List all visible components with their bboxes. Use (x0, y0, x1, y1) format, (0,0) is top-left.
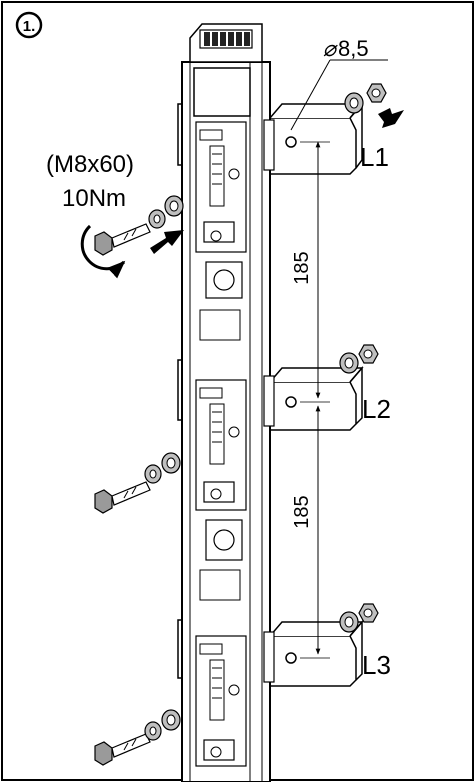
torque-label: 10Nm (62, 185, 126, 212)
dimension-label-lower: 185 (291, 495, 313, 528)
bolt-icon (94, 481, 151, 514)
washer-icon (339, 611, 359, 633)
arrow-icon (150, 230, 184, 254)
dimension-line (290, 59, 388, 659)
busbar-label-l3: L3 (362, 650, 391, 680)
fuse-section-3 (195, 631, 275, 767)
nut-icon (358, 344, 379, 364)
washer-icon (339, 352, 359, 374)
fuse-section-2 (195, 375, 275, 511)
connector-link-1 (199, 261, 243, 341)
washer-icon (164, 195, 184, 217)
rotation-arrow-icon (80, 224, 126, 279)
washer-icon (148, 209, 166, 229)
mounting-hole (285, 136, 297, 148)
arrow-icon (378, 108, 404, 128)
fuse-section-1 (195, 119, 275, 253)
diameter-symbol: ⌀ (323, 36, 339, 61)
washer-icon (161, 709, 181, 731)
hole-diameter-label: 8,5 (338, 36, 369, 61)
bolt-icon (94, 223, 151, 256)
step-badge-icon: 1. (15, 11, 43, 39)
connector-link-2 (199, 519, 243, 601)
busbar-label-l2: L2 (362, 394, 391, 424)
step-number: 1. (23, 18, 36, 35)
mounting-hole (285, 652, 297, 664)
fuse-rail-unit (181, 23, 275, 782)
bolt-icon (94, 733, 151, 766)
washer-icon (344, 92, 364, 114)
nut-icon (366, 83, 387, 103)
mounting-hole (285, 396, 297, 408)
bolt-size-label: (M8x60) (46, 151, 134, 178)
washer-icon (144, 464, 162, 484)
terminal-block (189, 23, 263, 63)
busbar-label-l1: L1 (360, 142, 389, 172)
nut-icon (358, 603, 379, 623)
washer-icon (144, 721, 162, 741)
washer-icon (161, 452, 181, 474)
dimension-label-upper: 185 (291, 251, 313, 284)
